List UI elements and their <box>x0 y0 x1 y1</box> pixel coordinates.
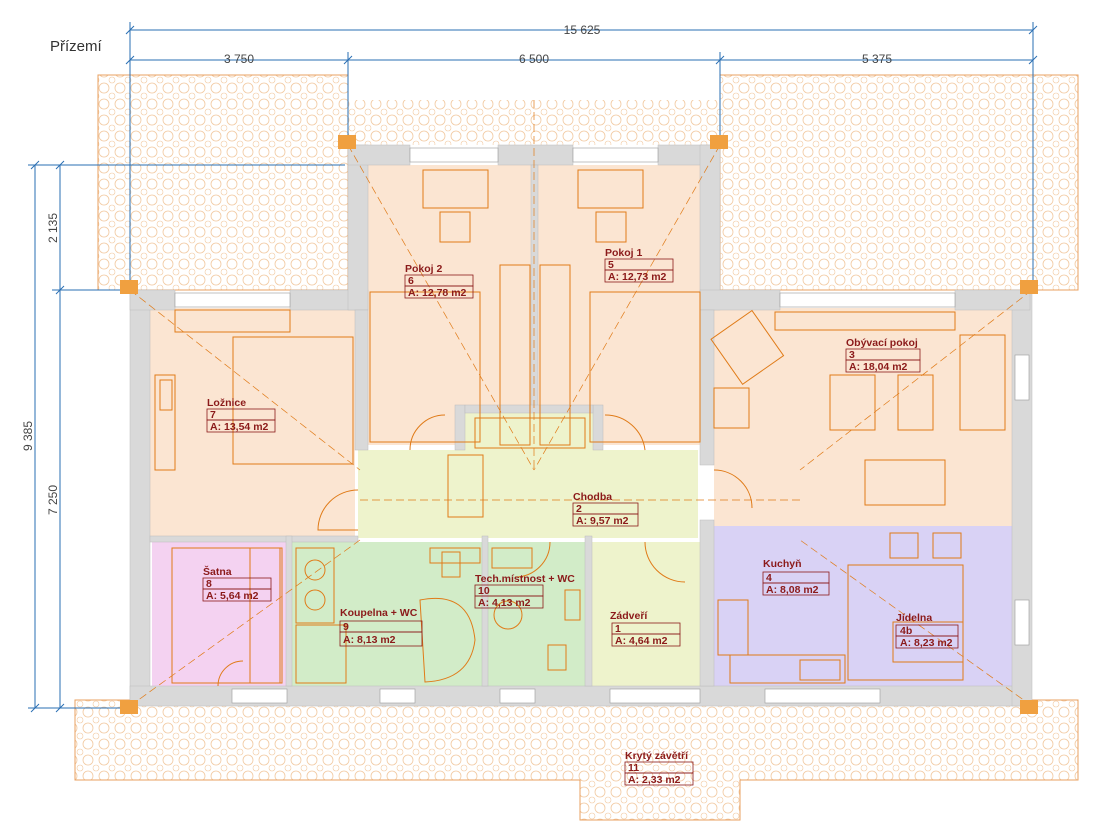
room-number: 10 <box>478 585 490 597</box>
room-name: Pokoj 2 <box>405 263 443 275</box>
dim-segment-right: 5 375 <box>862 52 892 66</box>
room-name: Zádveří <box>610 610 648 622</box>
corner-hatches <box>120 135 1038 714</box>
room-label-tech-mistnost: Tech.místnost + WC 10 A: 4,13 m2 <box>474 573 575 609</box>
room-number: 2 <box>576 503 582 515</box>
room-number: 4b <box>900 625 912 637</box>
room-number: 3 <box>849 349 855 361</box>
dim-depth-lower: 7 250 <box>46 485 60 515</box>
room-label-satna: Šatna 8 A: 5,64 m2 <box>202 565 272 602</box>
room-label-kuchyn: Kuchyň 4 A: 8,08 m2 <box>762 558 830 596</box>
room-area: A: 8,13 m2 <box>343 634 396 646</box>
room-name: Koupelna + WC <box>340 607 418 619</box>
room-name: Chodba <box>573 491 612 503</box>
dim-total-width: 15 625 <box>564 23 601 37</box>
room-area: A: 4,64 m2 <box>615 635 668 647</box>
room-area: A: 8,08 m2 <box>766 584 819 596</box>
room-number: 7 <box>210 409 216 421</box>
terrace-areas <box>74 74 1079 821</box>
dim-segment-mid: 6 500 <box>519 52 549 66</box>
room-name: Kuchyň <box>763 558 802 570</box>
room-label-chodba: Chodba 2 A: 9,57 m2 <box>572 491 639 527</box>
room-label-loznice: Ložnice 7 A: 13,54 m2 <box>206 397 276 433</box>
room-name: Tech.místnost + WC <box>475 573 575 585</box>
room-label-koupelna: Koupelna + WC 9 A: 8,13 m2 <box>339 607 423 647</box>
room-area: A: 8,23 m2 <box>900 637 953 649</box>
room-number: 5 <box>608 259 614 271</box>
room-label-obyvaci-pokoj: Obývací pokoj 3 A: 18,04 m2 <box>845 337 921 373</box>
room-area: A: 9,57 m2 <box>576 515 629 527</box>
room-number: 11 <box>628 762 639 774</box>
room-area: A: 4,13 m2 <box>478 597 531 609</box>
room-area: A: 18,04 m2 <box>849 361 908 373</box>
room-label-jidelna: Jídelna 4b A: 8,23 m2 <box>895 612 959 649</box>
room-number: 8 <box>206 578 212 590</box>
room-fills <box>150 165 1012 687</box>
room-area: A: 13,54 m2 <box>210 421 269 433</box>
room-area: A: 12,78 m2 <box>408 287 467 299</box>
room-label-pokoj1: Pokoj 1 5 A: 12,73 m2 <box>604 247 674 283</box>
room-number: 1 <box>615 623 621 635</box>
room-name: Obývací pokoj <box>846 337 918 349</box>
room-area: A: 2,33 m2 <box>628 774 681 786</box>
floor-title: Přízemí <box>50 38 102 55</box>
roof-lines <box>129 100 1033 707</box>
room-area: A: 12,73 m2 <box>608 271 667 283</box>
furniture <box>154 169 1006 684</box>
dim-total-depth: 9 385 <box>21 421 35 451</box>
room-name: Krytý závětří <box>625 750 689 762</box>
dim-segment-left: 3 750 <box>224 52 254 66</box>
windows <box>174 147 1030 704</box>
dim-depth-upper: 2 135 <box>46 213 60 243</box>
room-number: 9 <box>343 621 349 633</box>
room-label-pokoj2: Pokoj 2 6 A: 12,78 m2 <box>404 263 474 299</box>
room-label-kryty-zavetri: Krytý závětří 11 A: 2,33 m2 <box>624 750 694 786</box>
dimension-ticks <box>30 25 1038 713</box>
room-name: Pokoj 1 <box>605 247 643 259</box>
room-number: 6 <box>408 275 414 287</box>
door-swings <box>217 414 753 687</box>
room-name: Šatna <box>203 565 232 578</box>
dimension-lines <box>28 22 1034 709</box>
room-name: Jídelna <box>896 612 932 624</box>
room-name: Ložnice <box>207 397 246 409</box>
room-area: A: 5,64 m2 <box>206 590 259 602</box>
room-label-zadveri: Zádveří 1 A: 4,64 m2 <box>610 610 681 647</box>
room-number: 4 <box>766 572 772 584</box>
